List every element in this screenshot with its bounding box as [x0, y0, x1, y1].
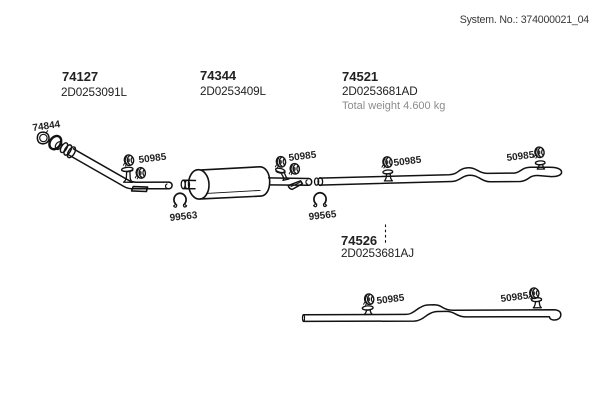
svg-text:2D0253091L: 2D0253091L [61, 86, 128, 99]
svg-text:2D0253681AJ: 2D0253681AJ [341, 247, 414, 260]
svg-text:74127: 74127 [62, 69, 98, 84]
svg-text:50985: 50985 [500, 291, 529, 305]
svg-text:Total weight 4.600 kg: Total weight 4.600 kg [342, 100, 445, 112]
svg-text:74521: 74521 [342, 69, 378, 84]
svg-text:74526: 74526 [341, 233, 377, 248]
svg-text:50985: 50985 [506, 150, 535, 164]
svg-text:System. No.: 374000021_04: System. No.: 374000021_04 [460, 14, 590, 26]
svg-text:2D0253409L: 2D0253409L [200, 85, 267, 98]
svg-text:99565: 99565 [308, 209, 337, 223]
svg-text:50985: 50985 [376, 293, 405, 307]
svg-text:50985: 50985 [138, 152, 167, 166]
svg-text:50985: 50985 [393, 155, 422, 169]
svg-text:2D0253681AD: 2D0253681AD [342, 85, 418, 98]
svg-text:99563: 99563 [169, 210, 198, 224]
svg-text:74344: 74344 [200, 68, 237, 83]
svg-text:50985: 50985 [288, 150, 317, 164]
svg-text:74844: 74844 [32, 119, 62, 134]
